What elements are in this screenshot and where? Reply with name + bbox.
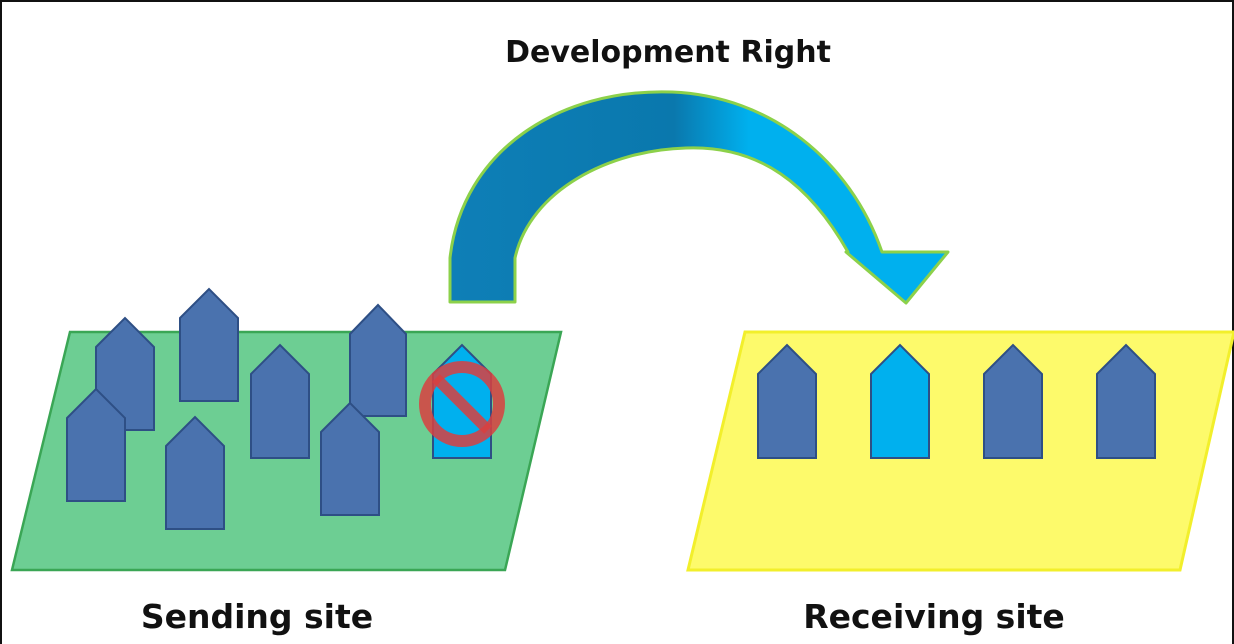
building-icon (66, 387, 126, 502)
building-icon (179, 287, 239, 402)
building-icon (250, 343, 310, 459)
transferred-building-icon (870, 343, 930, 459)
receiving-site-buildings (757, 343, 1156, 459)
sending-site-buildings (66, 287, 492, 530)
receiving-site-label: Receiving site (803, 597, 1065, 636)
building-icon (983, 343, 1043, 459)
no-symbol-icon (419, 361, 505, 447)
sending-site-label: Sending site (141, 597, 373, 636)
building-icon (1096, 343, 1156, 459)
transfer-arrow (448, 90, 950, 305)
building-icon (757, 343, 817, 459)
building-icon (349, 303, 407, 417)
building-icon (165, 415, 225, 530)
diagram-title: Development Right (505, 35, 831, 70)
building-icon (320, 401, 380, 516)
